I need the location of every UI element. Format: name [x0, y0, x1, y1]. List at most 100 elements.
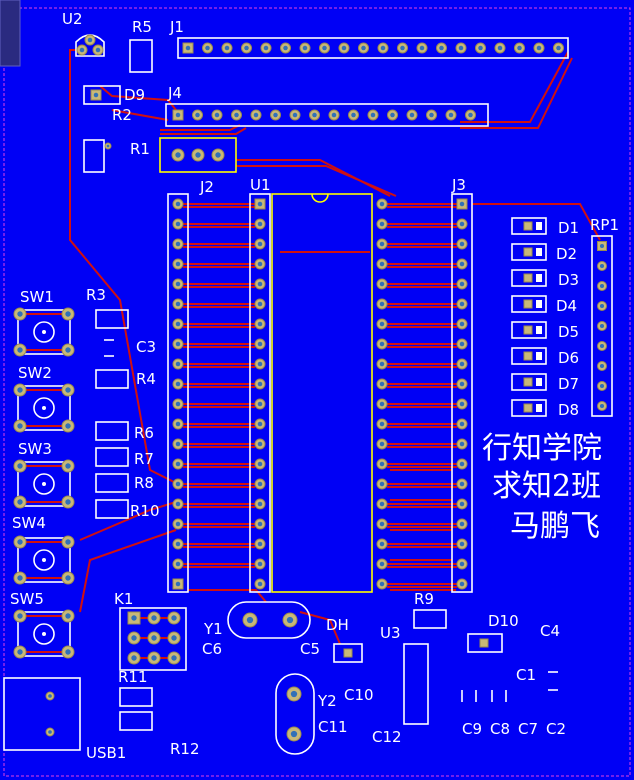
pad-hole: [290, 730, 298, 738]
pad-hole: [257, 301, 263, 307]
label-sw5: SW5: [10, 590, 44, 608]
trace-layer: [26, 49, 601, 659]
pad-hole: [17, 387, 23, 393]
pad-hole: [175, 361, 181, 367]
pad-hole: [257, 441, 263, 447]
pad-hole: [65, 499, 71, 505]
pad-hole: [599, 303, 605, 309]
pad-hole: [257, 581, 263, 587]
label-c1: C1: [516, 666, 536, 684]
trace: [460, 51, 569, 123]
led-outline: [511, 269, 547, 287]
label-d8: D8: [558, 401, 579, 419]
title-line-2: 求知2班: [492, 469, 601, 504]
pad-hole: [409, 112, 415, 118]
switch-actuator: [33, 473, 55, 495]
label-j1: J1: [169, 18, 184, 36]
label-c2: C2: [546, 720, 566, 738]
pad-hole: [459, 281, 465, 287]
led-outline: [511, 243, 547, 261]
pad-hole: [379, 521, 385, 527]
pad-hole: [379, 381, 385, 387]
pad-hole: [419, 45, 425, 51]
pad-hole: [459, 381, 465, 387]
led-outline: [511, 347, 547, 365]
pad-hole: [379, 561, 385, 567]
switch-actuator: [33, 397, 55, 419]
switch-dot: [42, 406, 46, 410]
pad-hole: [380, 45, 386, 51]
trace: [472, 203, 601, 241]
title-line-3: 马鹏飞: [510, 509, 600, 544]
label-d9: D9: [124, 86, 145, 104]
pad-hole: [379, 341, 385, 347]
resistor-outline: [119, 711, 153, 731]
pad-hole: [151, 615, 157, 621]
pad-hole: [263, 45, 269, 51]
pad-hole: [283, 45, 288, 51]
label-r1: R1: [130, 140, 150, 158]
pad-hole: [459, 441, 465, 447]
pad-hole: [17, 575, 23, 581]
pad-hole: [459, 481, 465, 487]
pad-hole: [379, 421, 385, 427]
pad-hole: [246, 616, 254, 624]
pad-hole: [195, 152, 201, 158]
pad-hole: [175, 461, 181, 467]
pad-hole: [175, 401, 181, 407]
pad-hole: [257, 241, 263, 247]
pad-hole: [257, 221, 263, 227]
pad-hole: [497, 45, 503, 51]
pad-hole: [65, 387, 71, 393]
label-d2: D2: [556, 245, 577, 263]
label-d4: D4: [556, 297, 577, 315]
pad-hole: [257, 501, 263, 507]
pad-hole: [459, 261, 465, 267]
trace: [69, 49, 179, 485]
pad-hole: [478, 45, 483, 51]
pad-hole: [599, 403, 605, 409]
pad-hole: [379, 201, 385, 207]
pad-hole: [214, 112, 220, 118]
resistor-outline: [119, 687, 153, 707]
pad-hole: [17, 539, 23, 545]
dh-outline: [333, 643, 363, 663]
d10-outline: [467, 633, 503, 653]
label-rp1: RP1: [590, 216, 619, 234]
led-outline: [511, 321, 547, 339]
pad-hole: [331, 112, 337, 118]
pad-hole: [536, 45, 542, 51]
pad-hole: [459, 321, 465, 327]
label-r10: R10: [130, 502, 160, 520]
pad-hole: [175, 112, 181, 118]
pad-hole: [379, 581, 385, 587]
pad-hole: [253, 112, 259, 118]
pad-hole: [322, 45, 327, 51]
label-c11: C11: [318, 718, 348, 736]
pad-hole: [65, 311, 71, 317]
switch-body: [17, 611, 71, 657]
pad-hole: [131, 615, 137, 621]
pad-hole: [459, 301, 465, 307]
pad-hole: [195, 112, 200, 118]
pad-hole: [448, 112, 454, 118]
label-u1: U1: [250, 176, 271, 194]
pad-hole: [17, 499, 23, 505]
pad-hole: [379, 401, 385, 407]
pad-hole: [175, 581, 181, 587]
label-r7: R7: [134, 450, 154, 468]
label-c5: C5: [300, 640, 320, 658]
pad-hole: [379, 301, 385, 307]
led-pad: [523, 325, 533, 335]
label-j3: J3: [451, 176, 466, 194]
label-c8: C8: [490, 720, 510, 738]
pad-hole: [65, 423, 71, 429]
dh-pad: [343, 648, 353, 658]
label-sw1: SW1: [20, 288, 54, 306]
led-pad: [523, 221, 533, 231]
trace: [236, 165, 397, 197]
pad-hole: [459, 421, 465, 427]
pad-hole: [379, 261, 385, 267]
pad-hole: [286, 616, 294, 624]
label-c12: C12: [372, 728, 402, 746]
